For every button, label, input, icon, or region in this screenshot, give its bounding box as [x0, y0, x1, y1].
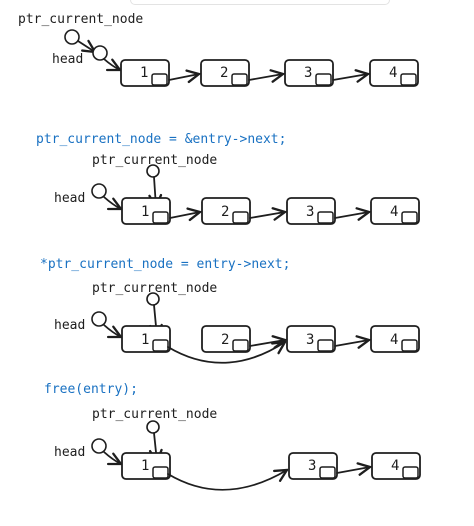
node-value: 1: [140, 65, 148, 81]
node: 3: [284, 59, 334, 87]
node: 4: [370, 325, 420, 353]
node: 1: [121, 452, 171, 480]
next-arrow: [248, 74, 283, 80]
panel-4: free(entry); ptr_current_node head 1 3 4: [44, 382, 421, 491]
node: 4: [370, 197, 420, 225]
node-value: 4: [390, 332, 398, 348]
next-pointer-box: [152, 211, 169, 224]
head-circle: [91, 311, 107, 327]
next-arrow: [336, 467, 370, 473]
node-value: 3: [308, 458, 316, 474]
pointer-circle: [64, 29, 80, 45]
code-line: ptr_current_node = &entry->next;: [36, 132, 286, 147]
node-value: 1: [141, 332, 149, 348]
next-pointer-box: [151, 73, 168, 86]
node: 2: [201, 197, 251, 225]
next-arrow: [332, 74, 368, 80]
pointer-circle: [146, 420, 160, 434]
next-pointer-box: [231, 73, 248, 86]
next-arrow: [334, 340, 369, 346]
head-arrow: [103, 58, 120, 70]
next-pointer-box: [315, 73, 332, 86]
next-pointer-box: [402, 466, 419, 479]
next-pointer-box: [317, 211, 334, 224]
code-line: free(entry);: [44, 382, 138, 397]
panel-3: *ptr_current_node = entry->next; ptr_cur…: [40, 257, 420, 364]
node: 3: [286, 197, 336, 225]
head-circle: [91, 438, 107, 454]
next-pointer-box: [319, 466, 336, 479]
next-arrow: [169, 212, 200, 218]
head-label: head: [52, 52, 83, 67]
bypass-arrow: [167, 470, 287, 491]
next-arrow: [168, 74, 199, 80]
code-line: *ptr_current_node = entry->next;: [40, 257, 290, 272]
pointer-label: ptr_current_node: [92, 153, 217, 168]
pointer-label: ptr_current_node: [92, 407, 217, 422]
next-pointer-box: [152, 466, 169, 479]
node: 1: [120, 59, 170, 87]
node-value: 3: [304, 65, 312, 81]
head-arrow: [103, 324, 121, 337]
next-pointer-box: [317, 339, 334, 352]
pointer-label: ptr_current_node: [18, 12, 143, 27]
head-label: head: [54, 191, 85, 206]
next-arrow: [334, 212, 369, 218]
node-value: 2: [221, 332, 229, 348]
node-value: 1: [141, 458, 149, 474]
node: 1: [121, 197, 171, 225]
node: 4: [369, 59, 419, 87]
node-value: 2: [221, 204, 229, 220]
node: 3: [286, 325, 336, 353]
next-pointer-box: [232, 211, 249, 224]
next-pointer-box: [400, 73, 417, 86]
node: 2: [201, 325, 251, 353]
head-arrow: [103, 196, 121, 209]
next-pointer-box: [401, 211, 418, 224]
head-label: head: [54, 318, 85, 333]
node-value: 4: [390, 204, 398, 220]
node: 2: [200, 59, 250, 87]
node-value: 3: [306, 204, 314, 220]
pointer-circle: [146, 292, 160, 306]
next-pointer-box: [232, 339, 249, 352]
head-circle: [92, 45, 108, 61]
next-arrow: [249, 212, 285, 218]
panel-1: ptr_current_node head 1 2 3 4: [18, 12, 419, 87]
pointer-arrow: [77, 41, 95, 52]
node: 4: [371, 452, 421, 480]
bypass-arrow: [167, 342, 285, 364]
next-arrow: [249, 340, 285, 346]
node-value: 3: [306, 332, 314, 348]
node: 1: [121, 325, 171, 353]
node-value: 1: [141, 204, 149, 220]
pointer-label: ptr_current_node: [92, 281, 217, 296]
node-value: 4: [389, 65, 397, 81]
panel-2: ptr_current_node = &entry->next; ptr_cur…: [36, 132, 420, 225]
node-value: 4: [391, 458, 399, 474]
node-value: 2: [220, 65, 228, 81]
head-label: head: [54, 445, 85, 460]
node: 3: [288, 452, 338, 480]
next-pointer-box: [152, 339, 169, 352]
head-arrow: [103, 451, 121, 464]
next-pointer-box: [401, 339, 418, 352]
head-circle: [91, 183, 107, 199]
pointer-circle: [146, 164, 160, 178]
